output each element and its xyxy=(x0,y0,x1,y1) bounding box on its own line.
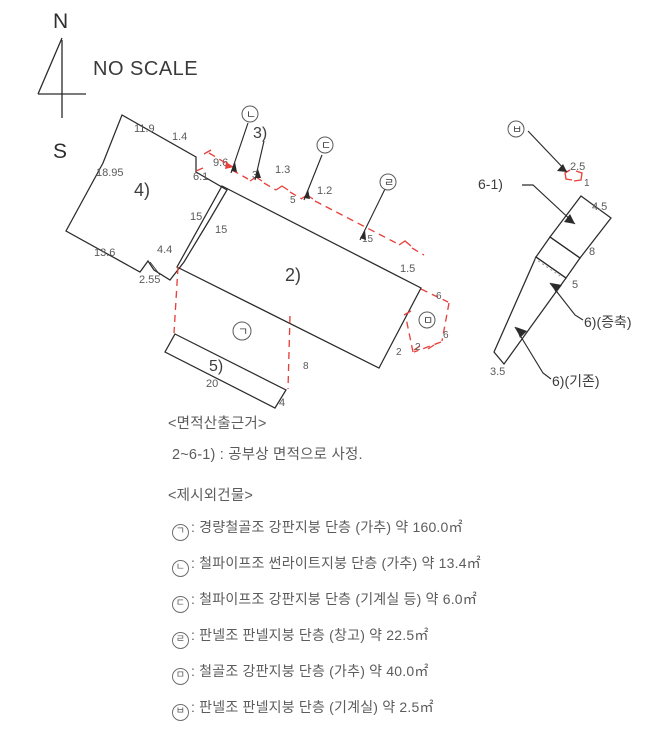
legend-item-bieup: ㅂ: 판넬조 판넬지붕 단층 (기계실) 약 2.5㎡ xyxy=(0,697,669,721)
note-6-extension: 6)(증축) xyxy=(584,314,632,330)
dim-4-4: 4.4 xyxy=(157,244,172,256)
legend-mark-nieun-icon: ㄴ xyxy=(172,560,189,577)
legend-text-mieum: : 철골조 강판지붕 단층 (가추) 약 40.0㎡ xyxy=(191,663,429,679)
legend-item-mieum: ㅁ: 철골조 강판지붕 단층 (가추) 약 40.0㎡ xyxy=(0,661,669,685)
plan-drawing: N S NO SCALE 4) 11.9 1.4 18.95 13.6 4.4 … xyxy=(37,10,632,409)
marker-rieul-callout: ㄹ xyxy=(359,173,397,241)
dim-11-9: 11.9 xyxy=(134,123,155,135)
parcel-4-label: 4) xyxy=(134,180,150,200)
dim-15-right: 15 xyxy=(362,234,374,245)
dim-1-2: 1.2 xyxy=(317,185,332,197)
marker-nieun-callout: ㄴ xyxy=(230,105,259,174)
marker-giyeok: ㄱ xyxy=(238,326,248,338)
legend-block: <면적산출근거> 2~6-1) : 공부상 면적으로 사정. <제시외건물> ㄱ… xyxy=(0,412,669,733)
dim-3: 3 xyxy=(252,170,258,181)
dim-2-right: 2 xyxy=(415,342,421,353)
marker-digeut-callout: ㄷ xyxy=(303,136,334,201)
note-6-existing: 6)(기존) xyxy=(552,373,600,389)
note-6-extension-callout: 6)(증축) xyxy=(549,282,632,330)
dim-18-95: 18.95 xyxy=(96,167,124,179)
dim-1-5: 1.5 xyxy=(400,263,415,275)
dim-5-top: 5 xyxy=(290,195,296,206)
parcel-5-label: 5) xyxy=(209,358,223,375)
dim-2-left: 2 xyxy=(396,347,402,358)
parcel-2-label: 2) xyxy=(285,265,301,285)
dim-8-right: 8 xyxy=(589,246,595,258)
dim-9-6: 9.6 xyxy=(213,157,228,169)
marker-giyeok-callout: ㄱ xyxy=(232,321,252,341)
dim-1-3: 1.3 xyxy=(275,164,290,176)
dim-6-lower: 6 xyxy=(443,330,449,341)
compass-north-label: N xyxy=(53,10,68,33)
parcel-2-outline xyxy=(176,185,422,369)
legend-mark-bieup-icon: ㅂ xyxy=(172,704,189,721)
compass-rose xyxy=(37,37,86,118)
outside-building-overlay xyxy=(173,149,583,390)
marker-digeut: ㄷ xyxy=(321,140,331,152)
legend-item-rieul: ㄹ: 판넬조 판넬지붕 단층 (창고) 약 22.5㎡ xyxy=(0,625,669,649)
marker-rieul: ㄹ xyxy=(384,177,394,189)
dim-20: 20 xyxy=(206,378,218,390)
dim-15-inner: 15 xyxy=(215,224,227,236)
dim-4-5: 4.5 xyxy=(592,201,607,213)
compass-south-label: S xyxy=(53,140,67,163)
parcel-4-outline xyxy=(65,114,228,281)
parcel-3-callout: 3) xyxy=(253,125,267,181)
legend-mark-rieul-icon: ㄹ xyxy=(172,632,189,649)
no-scale-note: NO SCALE xyxy=(93,58,198,80)
legend-mark-mieum-icon: ㅁ xyxy=(172,668,189,685)
outside-buildings-heading: <제시외건물> xyxy=(168,488,254,504)
area-basis-heading: <면적산출근거> xyxy=(168,416,267,432)
dim-1-right: 1 xyxy=(584,178,590,189)
marker-bieup-callout: ㅂ xyxy=(507,120,568,173)
legend-item-nieun: ㄴ: 철파이프조 썬라이트지붕 단층 (가추) 약 13.4㎡ xyxy=(0,553,669,577)
parcel-6-1-label: 6-1) xyxy=(478,176,503,192)
dim-6-1: 6.1 xyxy=(193,171,208,183)
area-basis-note: 2~6-1) : 공부상 면적으로 사정. xyxy=(172,447,363,463)
legend-text-rieul: : 판넬조 판넬지붕 단층 (창고) 약 22.5㎡ xyxy=(191,627,429,643)
dim-6-upper: 6 xyxy=(436,291,442,302)
legend-text-digeut: : 철파이프조 강판지붕 단층 (기계실 등) 약 6.0㎡ xyxy=(191,591,477,607)
parcel-6-1-outline xyxy=(493,195,612,366)
marker-bieup: ㅂ xyxy=(512,124,522,136)
marker-nieun: ㄴ xyxy=(246,109,256,121)
legend-text-bieup: : 판넬조 판넬지붕 단층 (기계실) 약 2.5㎡ xyxy=(191,699,434,715)
dim-2-5-right: 2.5 xyxy=(570,161,585,173)
survey-drawing-page: N S NO SCALE 4) 11.9 1.4 18.95 13.6 4.4 … xyxy=(37,10,632,721)
marker-mieum: ㅁ xyxy=(423,315,433,327)
legend-item-giyeok: ㄱ: 경량철골조 강판지붕 단층 (가추) 약 160.0㎡ xyxy=(0,517,669,541)
dim-3-5: 3.5 xyxy=(490,366,505,378)
legend-text-nieun: : 철파이프조 썬라이트지붕 단층 (가추) 약 13.4㎡ xyxy=(191,555,481,571)
parcel-3-label: 3) xyxy=(253,125,267,142)
marker-mieum-callout: ㅁ xyxy=(418,311,436,329)
legend-item-digeut: ㄷ: 철파이프조 강판지붕 단층 (기계실 등) 약 6.0㎡ xyxy=(0,589,669,613)
legend-mark-digeut-icon: ㄷ xyxy=(172,596,189,613)
legend-text-giyeok: : 경량철골조 강판지붕 단층 (가추) 약 160.0㎡ xyxy=(191,519,463,535)
legend-mark-giyeok-icon: ㄱ xyxy=(172,524,189,541)
parcel-5-outline xyxy=(164,333,287,409)
dim-2-55: 2.55 xyxy=(139,274,160,286)
dim-1-4: 1.4 xyxy=(172,131,187,143)
note-6-existing-callout: 6)(기존) xyxy=(514,326,600,389)
dim-8-red: 8 xyxy=(303,361,309,372)
dim-13-6: 13.6 xyxy=(94,247,115,259)
dim-4-bottom: 4 xyxy=(279,397,285,409)
parcel-6-1-leader xyxy=(522,184,576,225)
dim-15-left: 15 xyxy=(190,211,202,223)
dim-5-right: 5 xyxy=(572,279,578,291)
